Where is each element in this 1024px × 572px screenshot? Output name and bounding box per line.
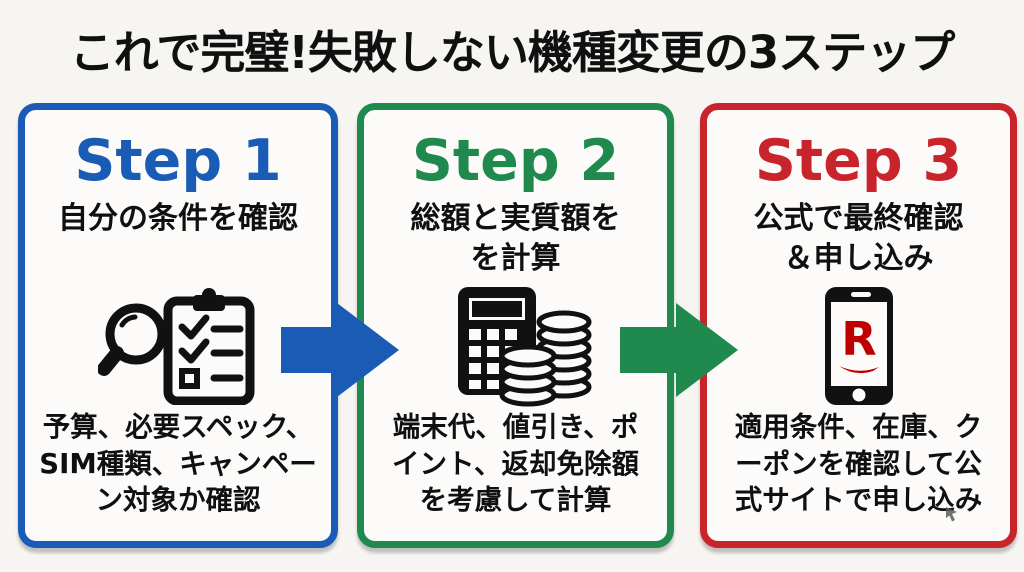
calculator-coins-icon [457,286,591,407]
step3-label: Step 3 [754,128,963,194]
arrow-step1-to-step2-icon [281,303,399,397]
step3-description: 適用条件、在庫、ク ーポンを確認して公 式サイトで申し込み [734,411,983,517]
page-title: これで完璧!失敗しない機種変更の3ステップ [69,26,956,79]
step1-heading: 自分の条件を確認 [58,200,298,236]
step3-icon-wrap: R [821,285,897,407]
step2-label: Step 2 [411,128,620,194]
step3-heading: 公式で最終確認 ＆申し込み [753,200,964,277]
step2-heading: 総額と実質額を を計算 [410,200,621,277]
smartphone-rakuten-icon: R [824,286,893,405]
step1-label: Step 1 [74,128,282,194]
step2-card: Step 2 総額と実質額を を計算 [357,103,674,548]
step1-icon-wrap [98,285,258,407]
step2-icon-wrap [436,285,596,407]
cursor-icon [946,507,957,522]
svg-text:R: R [841,312,876,366]
step1-description: 予算、必要スペック、 SIM種類、キャンペー ン対象か確認 [39,411,317,517]
arrow-step2-to-step3-icon [620,303,738,397]
step3-card: Step 3 公式で最終確認 ＆申し込み R 適用条件、在庫、ク ーポンを確認し… [700,103,1017,548]
step1-card: Step 1 自分の条件を確認 予算、必要スペック、 SIM種類、キャンペー ン… [18,103,338,548]
magnifier-checklist-icon [98,287,255,405]
step2-description: 端末代、値引き、ポ イント、返却免除額 を考慮して計算 [392,411,639,517]
